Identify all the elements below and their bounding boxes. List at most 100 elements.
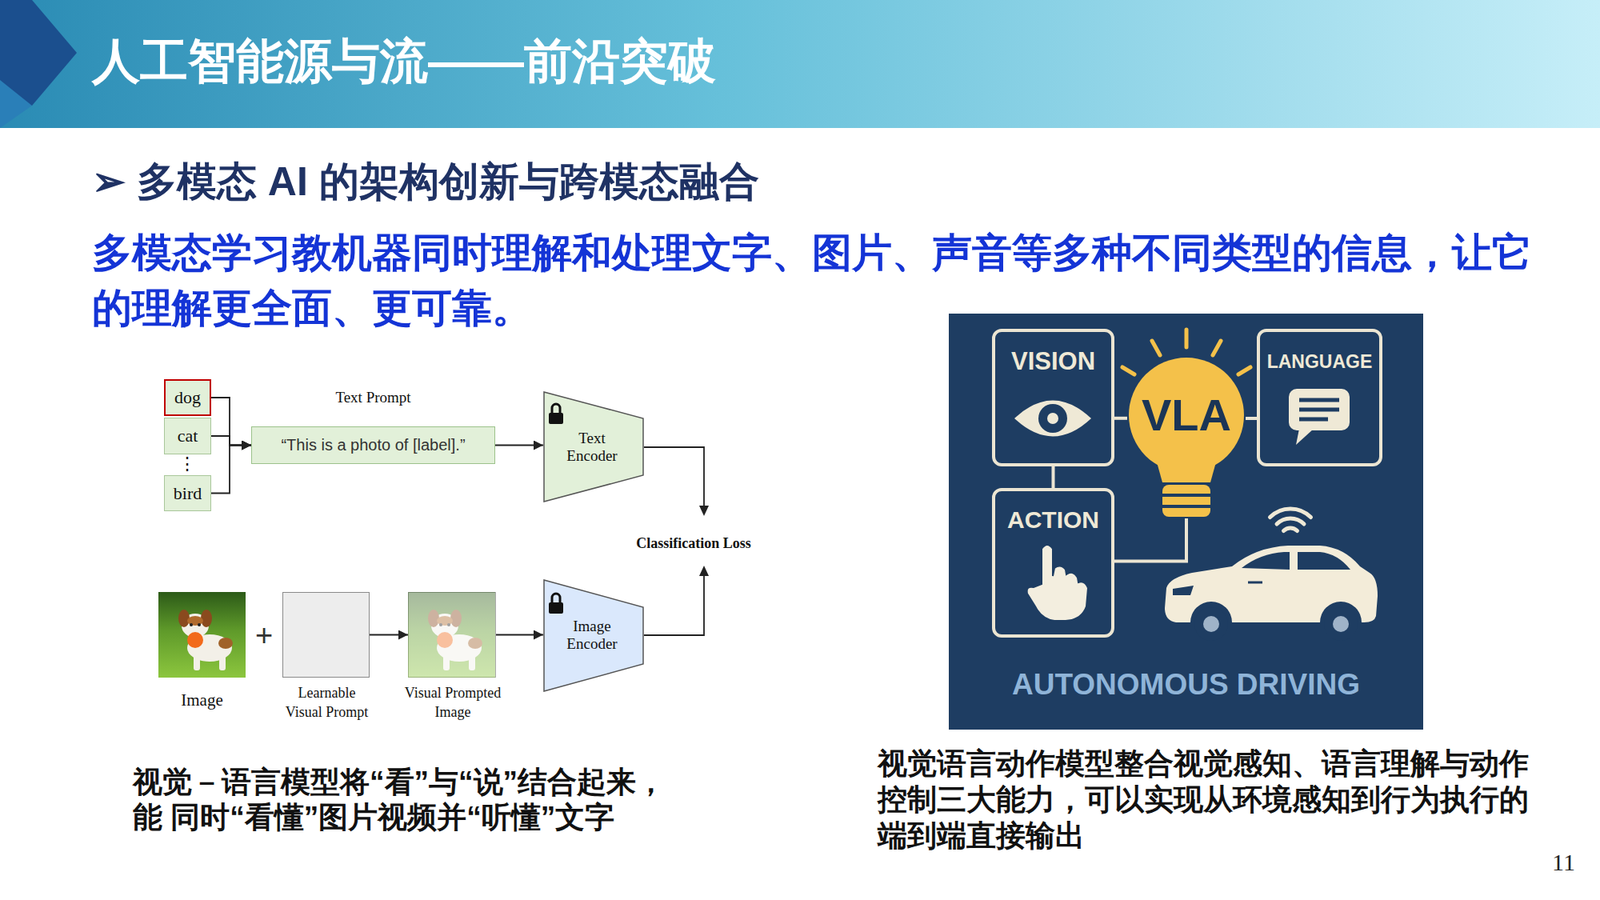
connector — [211, 436, 252, 446]
image-box-label: Visual Prompted Image — [396, 683, 509, 722]
chat-line — [1299, 408, 1340, 412]
wifi-icon — [1270, 508, 1312, 532]
bulb-node: VLA — [1127, 354, 1246, 519]
wifi-arc — [1284, 528, 1298, 532]
header-chevron — [0, 0, 77, 106]
prompt-box-label: Text Prompt — [236, 387, 511, 408]
eye-iris — [1038, 404, 1068, 433]
class-box-label: bird — [164, 476, 211, 511]
connector — [1245, 416, 1257, 420]
illustration-panel: AUTONOMOUS DRIVING VISION VLA LANGUAGE ACTIO… — [948, 313, 1424, 730]
lock-icon — [548, 404, 564, 424]
lock-shackle — [552, 593, 560, 604]
bulb-stripe — [1162, 493, 1211, 497]
trapezoid-shape — [544, 392, 644, 502]
car-window — [1241, 552, 1290, 570]
lock-icon — [548, 593, 564, 614]
bulb-stripe — [1162, 504, 1211, 508]
chat-tail — [1296, 428, 1314, 445]
image-box: Image — [158, 592, 246, 678]
loss-label: Classification Loss — [613, 534, 774, 552]
hand-icon — [1027, 544, 1088, 621]
bulb-neck — [1154, 453, 1219, 483]
illustration-panel-label: AUTONOMOUS DRIVING — [948, 666, 1424, 704]
image-box: Visual Prompted Image — [408, 592, 496, 678]
lock-body — [548, 602, 564, 614]
car-illustration — [1164, 545, 1378, 641]
car-hub — [1203, 616, 1220, 632]
connector — [496, 634, 544, 636]
prompt-image-box-label: Learnable Visual Prompt — [280, 683, 373, 722]
eye-pupil — [1047, 412, 1059, 424]
encoder-trapezoid-label: Text Encoder — [552, 429, 632, 465]
class-box: bird — [164, 475, 212, 512]
page-number: 11 — [1552, 848, 1576, 877]
car-headlight — [1172, 585, 1194, 596]
car-wheel — [1194, 607, 1228, 641]
prompted-dog-photo — [408, 592, 496, 678]
image-box-label: Image — [142, 689, 262, 711]
car-window — [1297, 552, 1351, 570]
dog-photo — [158, 592, 246, 678]
figure-caption: 视觉－语言模型将“看”与“说”结合起来，能 同时“看懂”图片视频并“听懂”文字 — [132, 764, 693, 836]
lock-shackle — [552, 404, 560, 414]
bulb-base — [1162, 484, 1211, 517]
chat-line — [1299, 398, 1340, 403]
arrow-head — [699, 505, 709, 516]
connector — [1114, 416, 1128, 420]
loss-wire — [644, 569, 704, 636]
header-band — [0, 0, 1600, 128]
connector — [369, 634, 408, 636]
capability-box: ACTION — [992, 488, 1115, 638]
encoder-trapezoid-outline — [543, 391, 644, 503]
capability-box-label: VISION — [995, 346, 1112, 377]
plus-sign: + — [249, 617, 279, 653]
bulb-node-label: VLA — [1127, 389, 1246, 441]
chat-icon — [1288, 388, 1350, 445]
ray — [1184, 329, 1189, 348]
class-box-label: dog — [165, 380, 210, 415]
encoder-trapezoid: Image Encoder — [543, 579, 644, 692]
ray — [1152, 340, 1160, 356]
car-body — [1164, 545, 1378, 623]
capability-box-label: LANGUAGE — [1260, 349, 1380, 374]
wifi-arc — [1270, 508, 1312, 518]
ellipsis-mark: ⋮ — [177, 452, 197, 476]
chat-bubble — [1288, 388, 1350, 431]
connector — [495, 444, 544, 447]
header-corner — [0, 80, 32, 128]
slide-title: 人工智能源与流——前沿突破 — [92, 32, 716, 92]
chat-line — [1299, 417, 1328, 422]
encoder-trapezoid: Text Encoder — [543, 391, 644, 503]
encoder-trapezoid-label: Image Encoder — [552, 617, 632, 653]
class-box: dog — [164, 379, 212, 416]
ray — [1122, 367, 1135, 375]
connector — [211, 445, 252, 494]
class-box: cat — [164, 417, 212, 455]
connector — [1052, 466, 1056, 488]
class-box-label: cat — [164, 418, 211, 454]
arrow-head — [699, 565, 709, 576]
ray — [1238, 367, 1251, 375]
section-heading: ➢ 多模态 AI 的架构创新与跨模态融合 — [92, 156, 760, 207]
prompt-box: Text Prompt“This is a photo of [label].” — [251, 426, 496, 464]
prompt-box-label: “This is a photo of [label].” — [252, 427, 495, 464]
lock-body — [548, 412, 564, 424]
eye-icon — [1014, 400, 1092, 437]
loss-wire — [644, 447, 704, 512]
eye-outline — [1014, 400, 1092, 437]
capability-box: LANGUAGE — [1256, 328, 1383, 467]
ray — [1212, 340, 1221, 356]
car-handle — [1248, 581, 1263, 584]
car-hub — [1332, 616, 1349, 632]
car-wheel — [1324, 607, 1358, 641]
prompt-image-box: Learnable Visual Prompt — [282, 592, 370, 678]
light-rays — [1122, 329, 1251, 375]
connector — [211, 397, 252, 446]
trapezoid-shape — [544, 580, 644, 692]
capability-box: VISION — [992, 328, 1115, 467]
capability-box-label: ACTION — [995, 504, 1112, 536]
figure-caption: 视觉语言动作模型整合视觉感知、语言理解与动作 控制三大能力，可以实现从环境感知到… — [877, 745, 1550, 854]
